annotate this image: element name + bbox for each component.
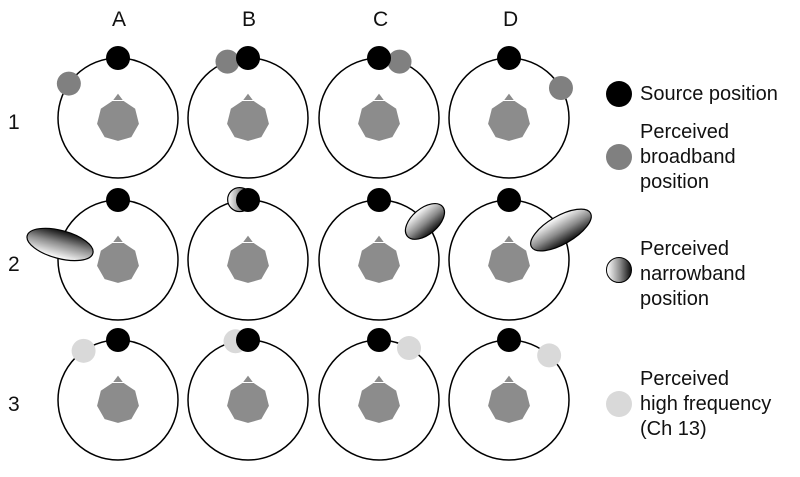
source-dot-1d [497, 46, 521, 70]
column-label-d: D [503, 8, 519, 31]
perceived-high-frequency-3a [71, 338, 96, 363]
legend-broadband-label: Perceived broadband position [640, 121, 736, 193]
perceived-narrowband-2c [404, 203, 446, 240]
head-icon-2c [356, 233, 402, 285]
perceived-high-frequency-3d [537, 343, 562, 368]
column-label-b: B [242, 8, 257, 31]
source-dot-1b [236, 46, 260, 70]
head-icon-1c [356, 91, 402, 143]
source-dot-1a [106, 46, 130, 70]
source-dot-3b [236, 328, 260, 352]
legend-narrowband-label: Perceived narrowband position [640, 238, 746, 310]
source-dot-3d [497, 328, 521, 352]
column-label-a: A [112, 8, 127, 31]
head-icon-3d [486, 373, 532, 425]
perceived-broadband-1b [215, 49, 240, 74]
perceived-narrowband-2d [530, 208, 592, 252]
head-icon-2d [486, 233, 532, 285]
legend-source-swatch [606, 81, 632, 107]
source-dot-2b [236, 188, 260, 212]
head-icon-3c [356, 373, 402, 425]
legend-source-label: Source position [640, 83, 778, 105]
source-dot-3c [367, 328, 391, 352]
head-icon-3a [95, 373, 141, 425]
head-icon-1a [95, 91, 141, 143]
head-icon-2b [225, 233, 271, 285]
row-label-1: 1 [8, 111, 20, 134]
row-label-2: 2 [8, 253, 20, 276]
perceived-high-frequency-3c [397, 336, 421, 361]
legend-narrowband-swatch [606, 257, 632, 283]
source-dot-1c [367, 46, 391, 70]
legend-high-frequency-label: Perceived high frequency (Ch 13) [640, 368, 772, 440]
perceived-broadband-1a [56, 71, 81, 96]
row-label-3: 3 [8, 393, 20, 416]
legend-broadband-swatch [606, 144, 632, 170]
source-dot-2c [367, 188, 391, 212]
head-icon-1b [225, 91, 271, 143]
legend-high-frequency-swatch [606, 391, 632, 417]
source-dot-2d [497, 188, 521, 212]
source-dot-2a [106, 188, 130, 212]
perceived-broadband-1c [387, 49, 412, 74]
head-icon-3b [225, 373, 271, 425]
perceived-narrowband-2a [26, 227, 94, 262]
head-icon-1d [486, 91, 532, 143]
column-label-c: C [373, 8, 389, 31]
source-dot-3a [106, 328, 130, 352]
perceived-broadband-1d [548, 76, 573, 100]
head-icon-2a [95, 233, 141, 285]
